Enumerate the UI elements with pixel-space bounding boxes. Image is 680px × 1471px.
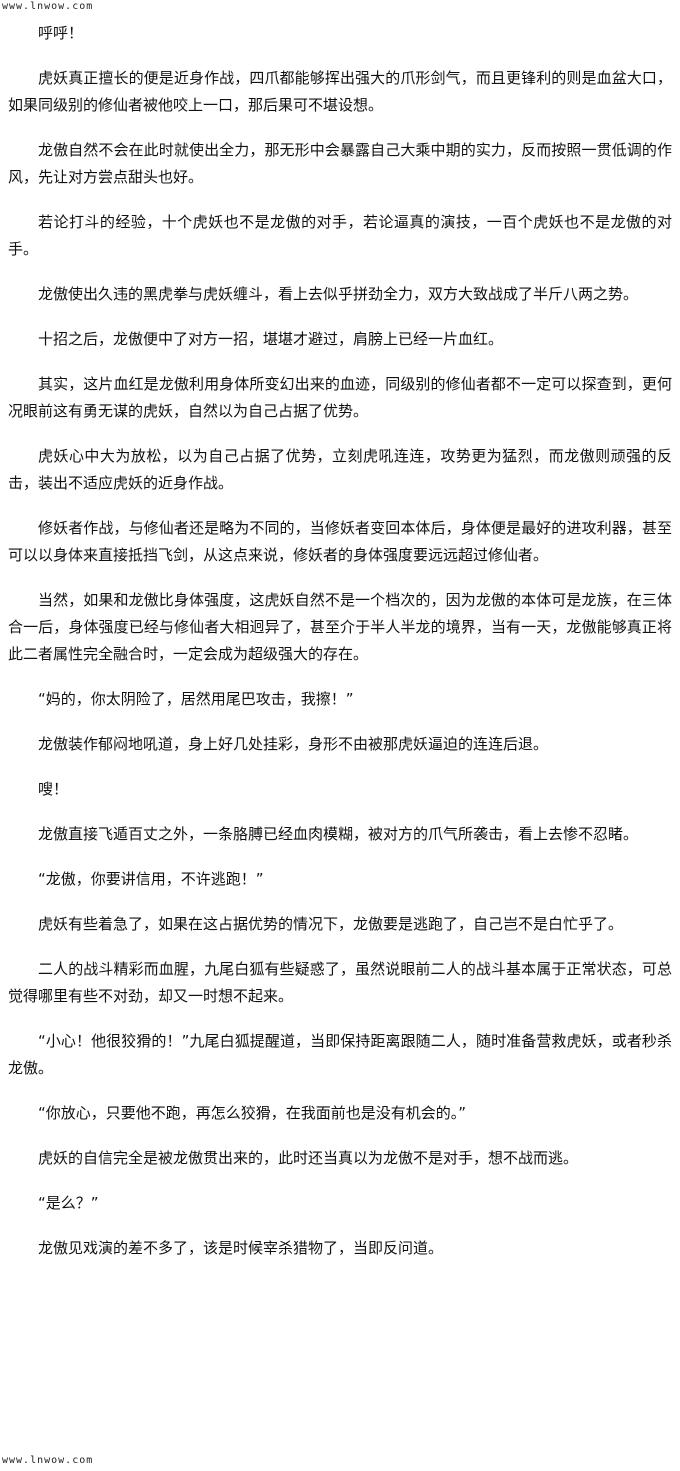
paragraph: 当然，如果和龙傲比身体强度，这虎妖自然不是一个档次的，因为龙傲的本体可是龙族，在… [8,591,672,663]
chapter-text: 呼呼！ 虎妖真正擅长的便是近身作战，四爪都能够挥出强大的爪形剑气，而且更锋利的则… [8,20,672,1280]
paragraph: 虎妖真正擅长的便是近身作战，四爪都能够挥出强大的爪形剑气，而且更锋利的则是血盆大… [8,69,672,114]
paragraph: 龙傲自然不会在此时就使出全力，那无形中会暴露自己大乘中期的实力，反而按照一贯低调… [8,141,672,186]
paragraph: 龙傲装作郁闷地吼道，身上好几处挂彩，身形不由被那虎妖逼迫的连连后退。 [38,735,549,753]
paragraph: 龙傲见戏演的差不多了，该是时候宰杀猎物了，当即反问道。 [38,1239,444,1257]
paragraph: 虎妖心中大为放松，以为自己占据了优势，立刻虎吼连连，攻势更为猛烈，而龙傲则顽强的… [8,447,672,492]
watermark-top: www.lnwow.com [2,1,94,12]
paragraph: 虎妖的自信完全是被龙傲贯出来的，此时还当真以为龙傲不是对手，想不战而逃。 [38,1149,579,1167]
paragraph: “你放心，只要他不跑，再怎么狡猾，在我面前也是没有机会的。” [38,1104,467,1122]
paragraph: “妈的，你太阴险了，居然用尾巴攻击，我擦！” [38,690,354,708]
paragraph: 呼呼！ [38,24,84,42]
paragraph: 若论打斗的经验，十个虎妖也不是龙傲的对手，若论逼真的演技，一百个虎妖也不是龙傲的… [8,213,672,258]
paragraph: 龙傲直接飞遁百丈之外，一条胳膊已经血肉模糊，被对方的爪气所袭击，看上去惨不忍睹。 [38,825,639,843]
paragraph: 其实，这片血红是龙傲利用身体所变幻出来的血迹，同级别的修仙者都不一定可以探查到，… [8,375,672,420]
paragraph: “小心！他很狡猾的！”九尾白狐提醒道，当即保持距离跟随二人，随时准备营救虎妖，或… [8,1032,672,1077]
paragraph: 嗖！ [38,780,69,798]
watermark-bottom: www.lnwow.com [2,1455,94,1466]
paragraph: “龙傲，你要讲信用，不许逃跑！” [38,870,264,888]
paragraph: 修妖者作战，与修仙者还是略为不同的，当修妖者变回本体后，身体便是最好的进攻利器，… [8,519,672,564]
paragraph: 龙傲使出久违的黑虎拳与虎妖缠斗，看上去似乎拼劲全力，双方大致战成了半斤八两之势。 [38,285,639,303]
paragraph: “是么？” [38,1194,99,1212]
paragraph: 十招之后，龙傲便中了对方一招，堪堪才避过，肩膀上已经一片血红。 [38,330,504,348]
paragraph: 虎妖有些着急了，如果在这占据优势的情况下，龙傲要是逃跑了，自己岂不是白忙乎了。 [38,915,624,933]
paragraph: 二人的战斗精彩而血腥，九尾白狐有些疑惑了，虽然说眼前二人的战斗基本属于正常状态，… [8,960,672,1005]
